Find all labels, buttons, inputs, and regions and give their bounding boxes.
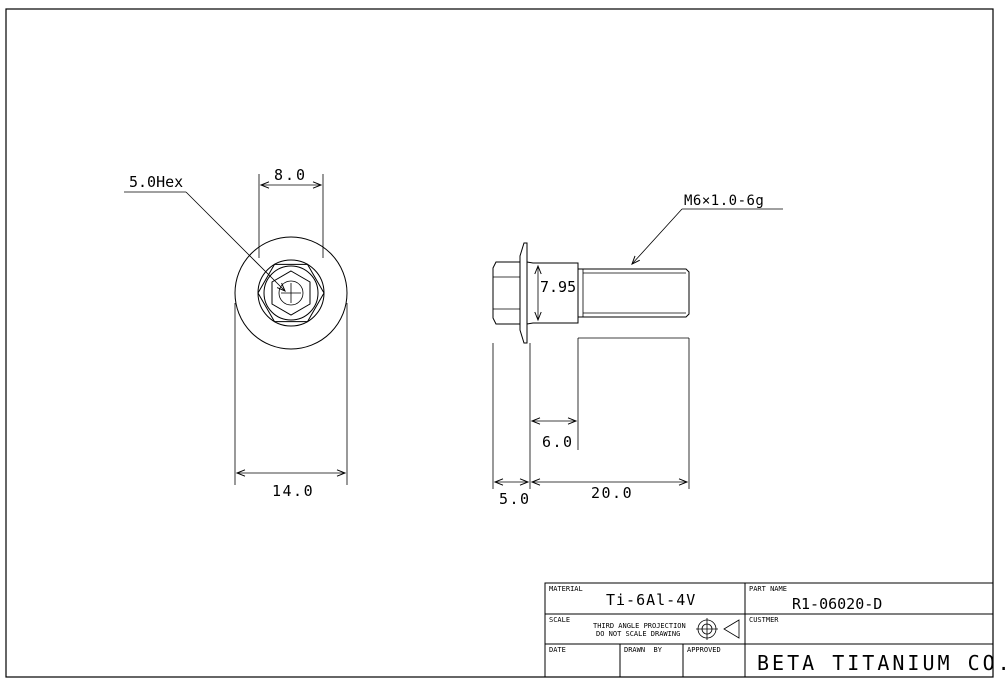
approved-label: APPROVED (687, 646, 721, 654)
leader-thread (631, 208, 683, 265)
leader-hex-size (185, 191, 286, 292)
dim-shoulder-dia: 7.95 (540, 278, 576, 296)
company-name: BETA TITANIUM CO. (757, 651, 1006, 675)
dim-unthreaded-len: 6.0 (542, 433, 574, 451)
part-name-value: R1-06020-D (792, 595, 882, 613)
hex-socket (271, 270, 311, 316)
third-angle-projection-icon (696, 618, 740, 640)
dim-head-height: 5.0 (499, 490, 531, 508)
flange-circle (234, 236, 348, 350)
hex-socket-circle (263, 265, 319, 321)
material-value: Ti-6Al-4V (606, 591, 696, 609)
part-name-label: PART NAME (749, 585, 787, 593)
customer-label: CUSTMER (749, 616, 779, 624)
projection-line-1: THIRD ANGLE PROJECTION (593, 622, 686, 630)
socket-inner-circle (278, 280, 304, 306)
dim-hex-flat: 8.0 (274, 166, 307, 184)
date-label: DATE (549, 646, 566, 654)
hex-head (492, 261, 521, 325)
dim-hex-size: 5.0Hex (129, 173, 183, 191)
end-view: 8.0 5.0Hex 14.0 (124, 166, 348, 500)
dim-length: 20.0 (591, 484, 633, 502)
shoulder (526, 261, 579, 325)
title-block: MATERIAL Ti-6Al-4V PART NAME R1-06020-D … (544, 582, 1006, 678)
flange (519, 242, 528, 344)
dim-flange-dia: 14.0 (272, 482, 314, 500)
material-label: MATERIAL (549, 585, 583, 593)
sheet-border (5, 8, 994, 678)
projection-line-2: DO NOT SCALE DRAWING (596, 630, 680, 638)
dim-thread-spec: M6×1.0-6g (684, 193, 764, 209)
scale-label: SCALE (549, 616, 570, 624)
side-view: 7.95 M6×1.0-6g 6.0 5.0 20.0 (492, 193, 783, 508)
drawn-by-label: DRAWN BY (624, 646, 663, 654)
outer-hex (257, 263, 325, 323)
threaded-shank (578, 268, 690, 318)
